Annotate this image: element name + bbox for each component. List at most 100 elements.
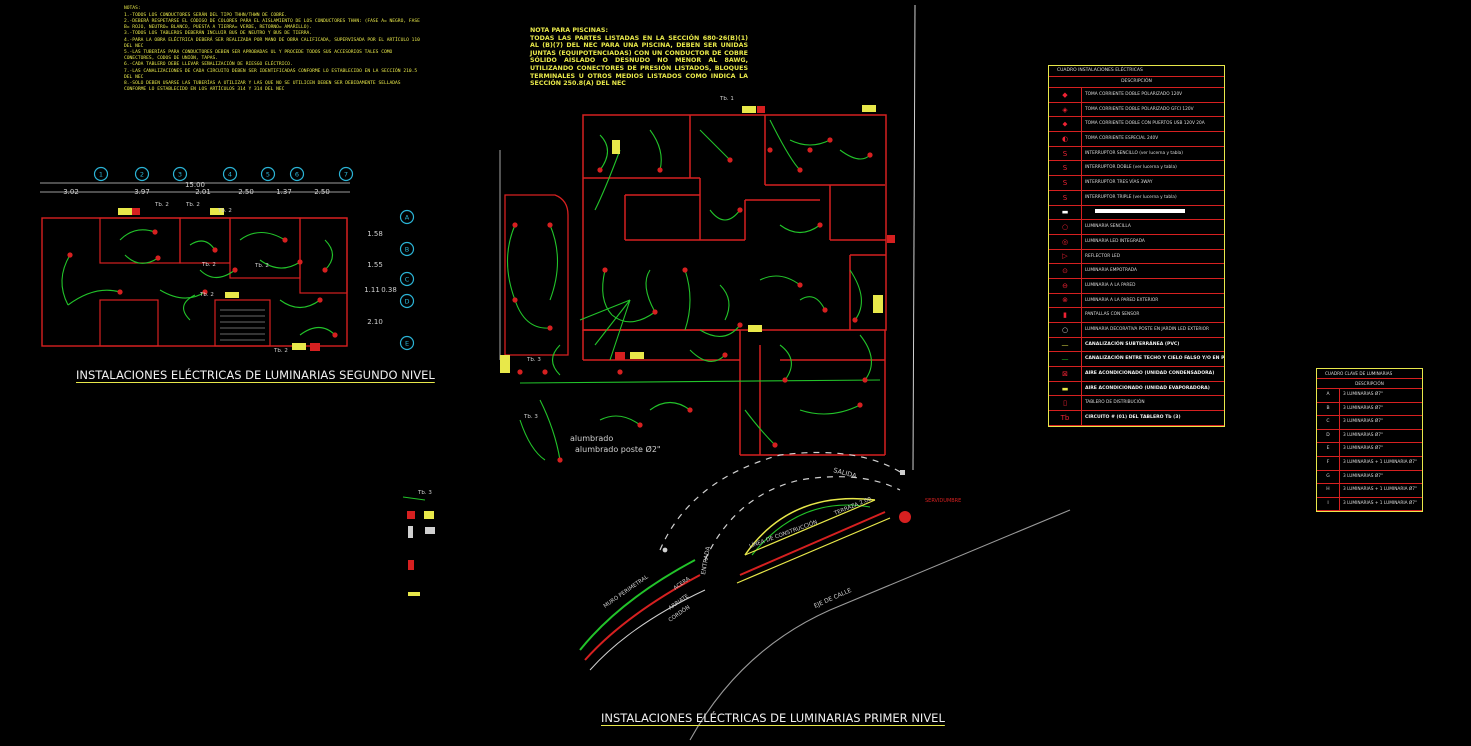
first-floor-walls (582, 114, 887, 456)
legend-row: —CANALIZACIÓN ENTRE TECHO Y CIELO FALSO … (1049, 352, 1224, 368)
terrace-label: TERRAZA 2.00 (833, 496, 873, 517)
tb2-label-3: Tb. 2 (217, 208, 232, 214)
perimeter-wall-label: MURO PERIMETRAL (603, 574, 651, 610)
site-markers (662, 470, 911, 553)
luminaire-key-table: CUADRO CLAVE DE LUMINARIAS DESCRIPCIÓN A… (1316, 368, 1423, 513)
floor2-circuits (61, 229, 336, 336)
dims-right: 1.58 1.55 1.11 0.38 2.10 (364, 230, 397, 326)
axis-bubbles-top (93, 166, 354, 182)
luminaire-key-code: G (1317, 470, 1340, 484)
pool-outline (504, 194, 569, 356)
legend-row-label: LUMINARIA SENCILLA (1085, 224, 1131, 230)
legend-row: ⬥TOMA CORRIENTE DOBLE CON PUERTOS USB 12… (1049, 117, 1224, 133)
luminaire-single-icon: ○ (1049, 220, 1082, 234)
lighting-post-label-1: alumbrado (570, 434, 613, 443)
sensor-icon: ▮ (1049, 308, 1082, 322)
legend-row-label: LUMINARIA EMPOTRADA (1085, 268, 1137, 274)
switch-single-icon: S (1049, 146, 1082, 161)
outlet-special-icon: ◐ (1049, 132, 1082, 146)
dim-top-3: 2.01 (195, 188, 211, 196)
legend-row-label: LUMINARIA LED INTEGRADA (1085, 238, 1145, 244)
legend-row: ⊙LUMINARIA EMPOTRADA (1049, 264, 1224, 279)
tb2-label-7: Tb. 2 (199, 292, 214, 298)
note-3: 3.-TODOS LOS TABLEROS DEBERÁN INCLUIR BU… (124, 31, 313, 37)
switch-threeway-icon: S (1049, 176, 1082, 190)
legend-row: ▯TABLERO DE DISTRIBUCIÓN (1049, 396, 1224, 412)
legend-row: ◆TOMA CORRIENTE DOBLE POLARIZADO 120V (1049, 88, 1224, 103)
outlet-gfci-icon: ◈ (1049, 102, 1082, 117)
loose-symbols (402, 496, 435, 596)
legend-row-label: REFLECTOR LED (1085, 253, 1121, 259)
axis-right-e: E (405, 340, 409, 348)
axis-bubbles-right (399, 209, 415, 351)
floor2-luminaires (67, 229, 338, 338)
luminaire-key-desc: 3 LUMINARIAS + 1 LUMINARIA Ø7" (1343, 459, 1418, 465)
legend-row-label: INTERRUPTOR TRES VÍAS 3WAY (1085, 180, 1153, 186)
legend-row-label: CANALIZACIÓN SUBTERRÁNEA (PVC) (1085, 341, 1180, 347)
street-axis-label: EJE DE CALLE (813, 587, 853, 610)
outlet-single-icon: ◆ (1049, 88, 1082, 102)
luminaire-key-code: E (1317, 443, 1340, 456)
legend-row: ◎LUMINARIA LED INTEGRADA (1049, 234, 1224, 250)
note-5: 5.-LAS TUBERÍAS PARA CONDUCTORES DEBEN S… (124, 50, 393, 61)
wall-high-icon: ⊗ (1049, 293, 1082, 308)
switch-double-icon: S (1049, 161, 1082, 176)
legend-row-label: INTERRUPTOR TRIPLE (ver lucerna y tabla) (1085, 194, 1177, 200)
terrace-circuit (519, 379, 881, 384)
legend-row: ◈TOMA CORRIENTE DOBLE POLARIZADO GFCI 12… (1049, 102, 1224, 118)
first-floor-circuits (507, 119, 872, 461)
legend-header: CUADRO INSTALACIONES ELÉCTRICAS (1049, 66, 1224, 77)
tb2-label-1: Tb. 2 (154, 202, 169, 208)
legend-row-label: LUMINARIA A LA PARED EXTERIOR (1085, 297, 1159, 303)
luminaire-key-desc: 3 LUMINARIAS Ø7" (1343, 446, 1383, 452)
pool-note-title: NOTA PARA PISCINAS: (530, 27, 608, 34)
construction-line-label: LÍNEA DE CONSTRUCCIÓN (748, 519, 818, 550)
legend-row: ◐TOMA CORRIENTE ESPECIAL 240V (1049, 132, 1224, 147)
entrance-label: ENTRADA (700, 545, 712, 575)
dim-top-5: 1.37 (276, 188, 292, 196)
luminaire-led-icon: ◎ (1049, 234, 1082, 249)
legend-table: CUADRO INSTALACIONES ELÉCTRICAS DESCRIPC… (1048, 65, 1225, 427)
floor2-stairs (214, 299, 271, 347)
dim-top-2: 3.97 (134, 188, 150, 196)
legend-row-label: PANTALLAS CON SENSOR (1085, 312, 1140, 318)
legend-row: ⊖LUMINARIA A LA PARED (1049, 278, 1224, 294)
axis-top-6: 6 (295, 171, 299, 179)
axis-top-2: 2 (140, 171, 144, 179)
dim-right-2: 1.55 (367, 261, 383, 269)
luminaire-key-desc: 3 LUMINARIAS Ø7" (1343, 405, 1383, 411)
legend-row-label: TOMA CORRIENTE ESPECIAL 240V (1085, 136, 1159, 142)
legend-row-label: INTERRUPTOR SENCILLO (ver lucerna y tabl… (1085, 150, 1183, 156)
outlet-usb-icon: ⬥ (1049, 117, 1082, 132)
tb2-label-4: Tb. 2 (201, 262, 216, 268)
luminaire-key-desc: 3 LUMINARIAS Ø7" (1343, 432, 1383, 438)
lighting-post-label-2: alumbrado poste Ø2" (575, 444, 661, 454)
legend-row-label: AIRE ACONDICIONADO (UNIDAD CONDENSADORA) (1085, 371, 1215, 377)
white-bar-icon (1095, 209, 1185, 213)
title-second-floor: INSTALACIONES ELÉCTRICAS DE LUMINARIAS S… (76, 368, 435, 382)
dim-total: 15.00 (185, 181, 205, 189)
note-4: 4.-PARA LA OBRA ELÉCTRICA DEBERÁ SER REA… (124, 37, 420, 49)
site-text: alumbrado alumbrado poste Ø2" SALIDA ENT… (417, 96, 961, 624)
note-1: 1.-TODOS LOS CONDUCTORES SERÁN DEL TIPO … (124, 12, 288, 18)
exit-label: SALIDA (832, 466, 857, 480)
axis-labels-top: 1 2 3 4 5 6 7 (99, 171, 348, 179)
site-plan (579, 451, 1071, 741)
legend-row-label: TOMA CORRIENTE DOBLE POLARIZADO 120V (1085, 92, 1183, 97)
axis-top-3: 3 (178, 171, 182, 179)
reflector-icon: ▷ (1049, 249, 1082, 264)
decorative-icon: ○ (1049, 323, 1082, 337)
stair-treads (220, 309, 265, 341)
ac-condenser-icon: ⊠ (1049, 367, 1082, 381)
axis-top-1: 1 (99, 171, 103, 179)
luminaire-key-code: H (1317, 484, 1340, 497)
luminaire-key-desc: 3 LUMINARIAS + 1 LUMINARIA Ø7" (1343, 487, 1418, 493)
circuit-tag-icon: Tb (1049, 411, 1082, 425)
